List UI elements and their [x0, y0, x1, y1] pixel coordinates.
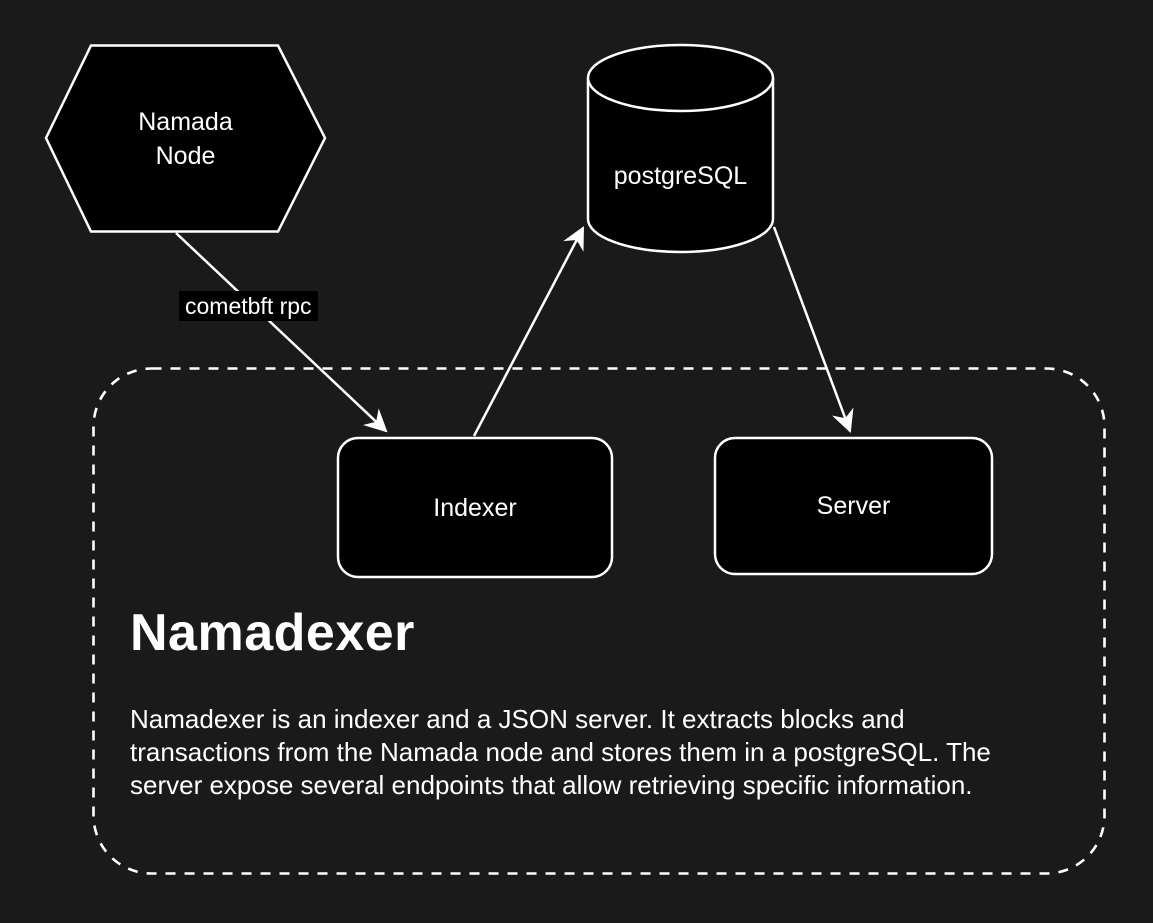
server-label: Server: [816, 492, 891, 520]
edge-postgresql-to-server: [772, 226, 854, 433]
cometbft-rpc-edge-label: cometbft rpc: [179, 291, 318, 321]
namadexer-group-description: Namadexer is an indexer and a JSON serve…: [130, 704, 991, 800]
server-shape: [713, 436, 994, 576]
postgresql-label: postgreSQL: [613, 162, 748, 190]
namada-node-shape: [44, 44, 327, 233]
postgresql-database-top: [586, 43, 775, 113]
edge-indexer-to-postgresql: [472, 226, 585, 437]
namadexer-group-title: Namadexer: [130, 604, 415, 662]
edge-namada-node-to-indexer: [175, 232, 388, 433]
namada-node-label: Namada Node: [138, 107, 233, 170]
indexer-label: Indexer: [433, 493, 517, 522]
postgresql-database-shape: [586, 78, 775, 254]
indexer-shape: [336, 436, 614, 579]
namadexer-group-border: [92, 367, 1106, 875]
